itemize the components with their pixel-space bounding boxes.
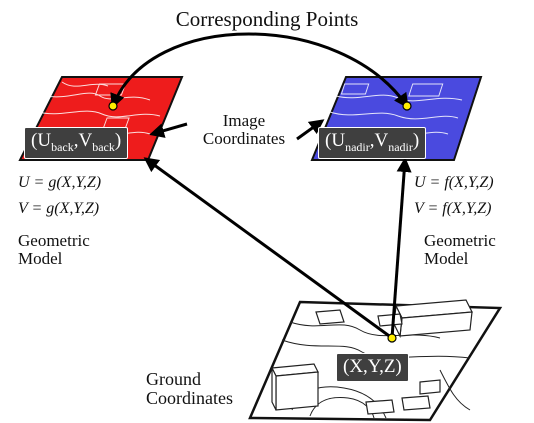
back-image-coordinate-box: (Uback,Vback) [24, 127, 129, 159]
image-coordinates-label: Image Coordinates [202, 111, 286, 148]
back-u-sub: back [51, 139, 74, 154]
image-coordinates-arrow-left [149, 122, 188, 138]
correspondence-arrow [110, 32, 409, 109]
nadir-image-coordinate-box: (Unadir,Vnadir) [318, 127, 427, 159]
back-coord-sep: , [73, 130, 79, 151]
nadir-u-base: (U [325, 130, 346, 151]
back-u-base: (U [31, 130, 52, 151]
back-equation-v: V = g(X,Y,Z) [18, 200, 100, 217]
image-coordinates-arrow-right [296, 119, 325, 141]
ground-coordinates-label: Ground Coordinates [146, 369, 233, 408]
diagram-title: Corresponding Points [175, 7, 359, 31]
ground-coordinate-box: (X,Y,Z) [336, 353, 409, 382]
ground-coord: (X,Y,Z) [343, 356, 402, 377]
nadir-image-point [402, 101, 412, 111]
back-equation-u: U = g(X,Y,Z) [18, 174, 102, 191]
nadir-projection-arrow [390, 157, 412, 339]
back-v-base: V [78, 130, 93, 151]
back-v-sub: back [92, 139, 115, 154]
nadir-geometric-model-label: Geometric Model [424, 231, 496, 268]
back-projection-arrow [143, 157, 393, 340]
back-geometric-model-label: Geometric Model [18, 231, 90, 268]
nadir-u-sub: nadir [345, 139, 370, 154]
nadir-v-base: V [374, 130, 389, 151]
back-coord-close: ) [114, 130, 122, 151]
nadir-equation-v: V = f(X,Y,Z) [414, 200, 492, 217]
nadir-coord-sep: , [369, 130, 375, 151]
nadir-equation-u: U = f(X,Y,Z) [414, 174, 494, 191]
nadir-coord-close: ) [412, 130, 420, 151]
ground-point [387, 333, 397, 343]
nadir-v-sub: nadir [388, 139, 413, 154]
back-image-point [108, 101, 118, 111]
